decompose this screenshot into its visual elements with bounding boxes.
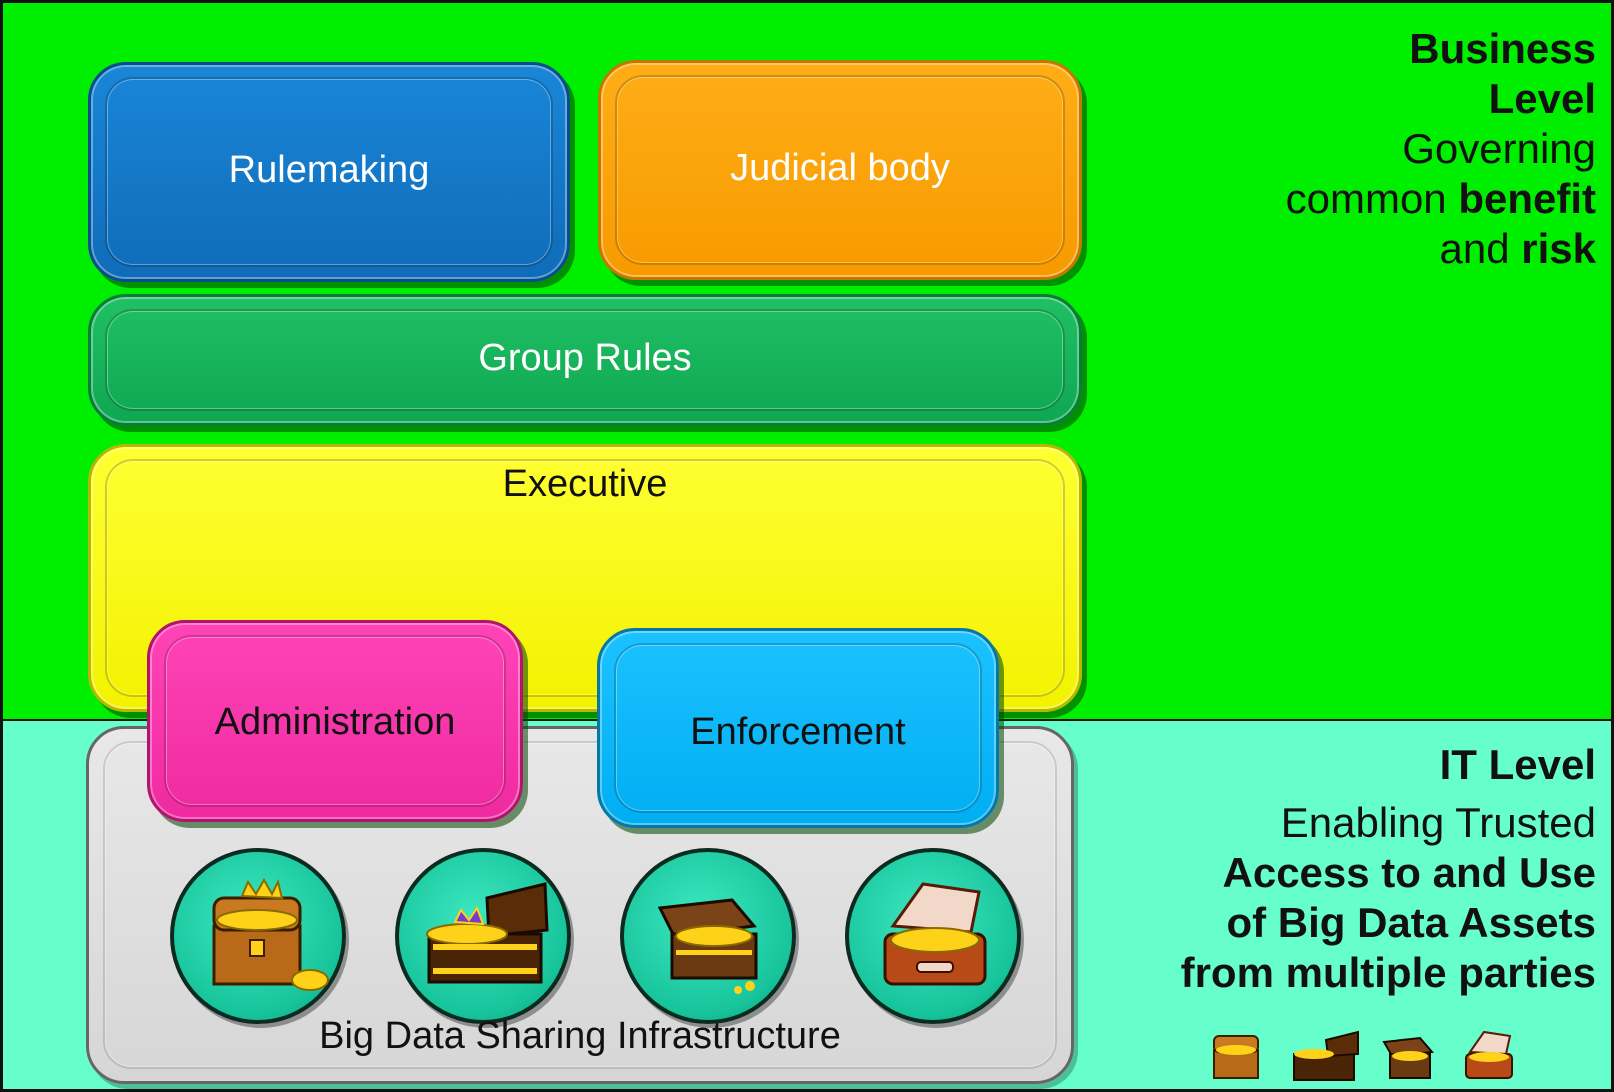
it-level-enabling: Enabling Trusted xyxy=(1280,799,1596,846)
business-level-benefit: benefit xyxy=(1458,175,1596,222)
business-level-title-2: Level xyxy=(1488,75,1596,122)
treasure-chest-icon xyxy=(620,848,796,1024)
rulemaking-box: Rulemaking xyxy=(88,62,570,282)
treasure-chest-icon xyxy=(1460,1030,1518,1087)
judicial-body-label: Judicial body xyxy=(730,147,950,189)
treasure-chest-icon xyxy=(1380,1030,1438,1087)
treasure-chest-icon xyxy=(845,848,1021,1024)
it-level-assets: of Big Data Assets xyxy=(1226,899,1596,946)
treasure-chest-icon xyxy=(395,848,571,1024)
treasure-chest-icon xyxy=(1290,1030,1362,1087)
it-level-parties: from multiple parties xyxy=(1180,949,1596,996)
business-level-title-1: Business xyxy=(1409,25,1596,72)
business-level-text: Business Level Governing common benefit … xyxy=(1286,24,1596,274)
group-rules-label: Group Rules xyxy=(478,337,692,379)
infrastructure-label: Big Data Sharing Infrastructure xyxy=(319,1015,841,1057)
treasure-chest-icon xyxy=(1208,1030,1266,1087)
enforcement-box: Enforcement xyxy=(597,628,999,828)
administration-box: Administration xyxy=(147,620,523,822)
business-level-common: common xyxy=(1285,175,1459,222)
executive-label: Executive xyxy=(502,463,668,505)
business-level-risk: risk xyxy=(1521,225,1596,272)
treasure-chest-icon xyxy=(170,848,346,1024)
business-level-governing: Governing xyxy=(1402,125,1596,172)
rulemaking-label: Rulemaking xyxy=(228,149,430,191)
enforcement-label: Enforcement xyxy=(690,711,906,753)
it-level-title: IT Level xyxy=(1439,741,1596,788)
it-level-access: Access to and Use xyxy=(1222,849,1597,896)
group-rules-box: Group Rules xyxy=(88,294,1082,426)
administration-label: Administration xyxy=(214,701,456,743)
it-level-text: IT Level Enabling Trusted Access to and … xyxy=(1181,740,1596,998)
judicial-body-box: Judicial body xyxy=(598,60,1082,280)
business-level-and: and xyxy=(1439,225,1522,272)
